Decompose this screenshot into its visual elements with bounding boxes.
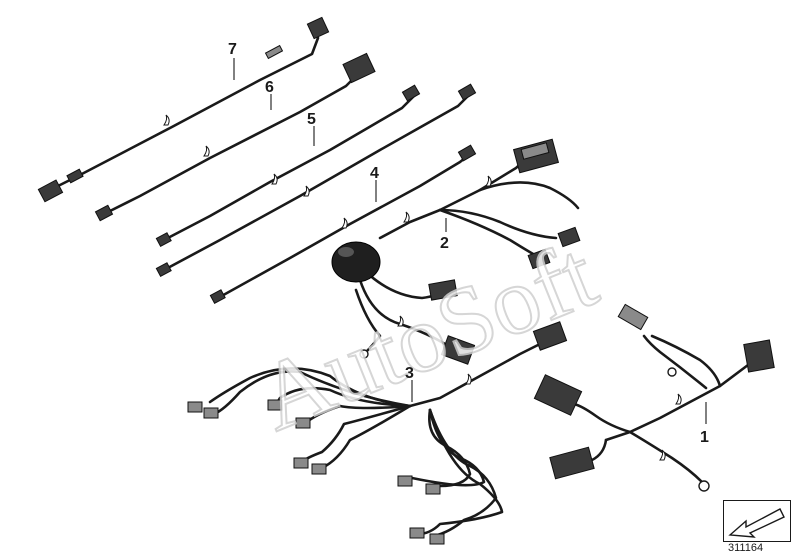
harness-4 [209,144,477,305]
callout-5: 5 [307,111,316,128]
callout-3: 3 [405,365,414,382]
next-page-arrow-icon [728,508,785,538]
callout-2: 2 [440,235,449,252]
harness-3 [187,321,568,545]
callout-1: 1 [700,429,709,446]
harness-1 [533,303,775,492]
reference-number: 311164 [728,542,764,554]
callout-7: 7 [228,41,237,58]
harness-2 [331,138,581,365]
harness-5 [155,83,477,278]
callout-4: 4 [370,165,379,182]
reference-box [723,500,791,542]
harness-7 [37,16,330,203]
callout-leaders [233,58,707,424]
callout-6: 6 [265,79,274,96]
harness-6 [94,52,376,222]
